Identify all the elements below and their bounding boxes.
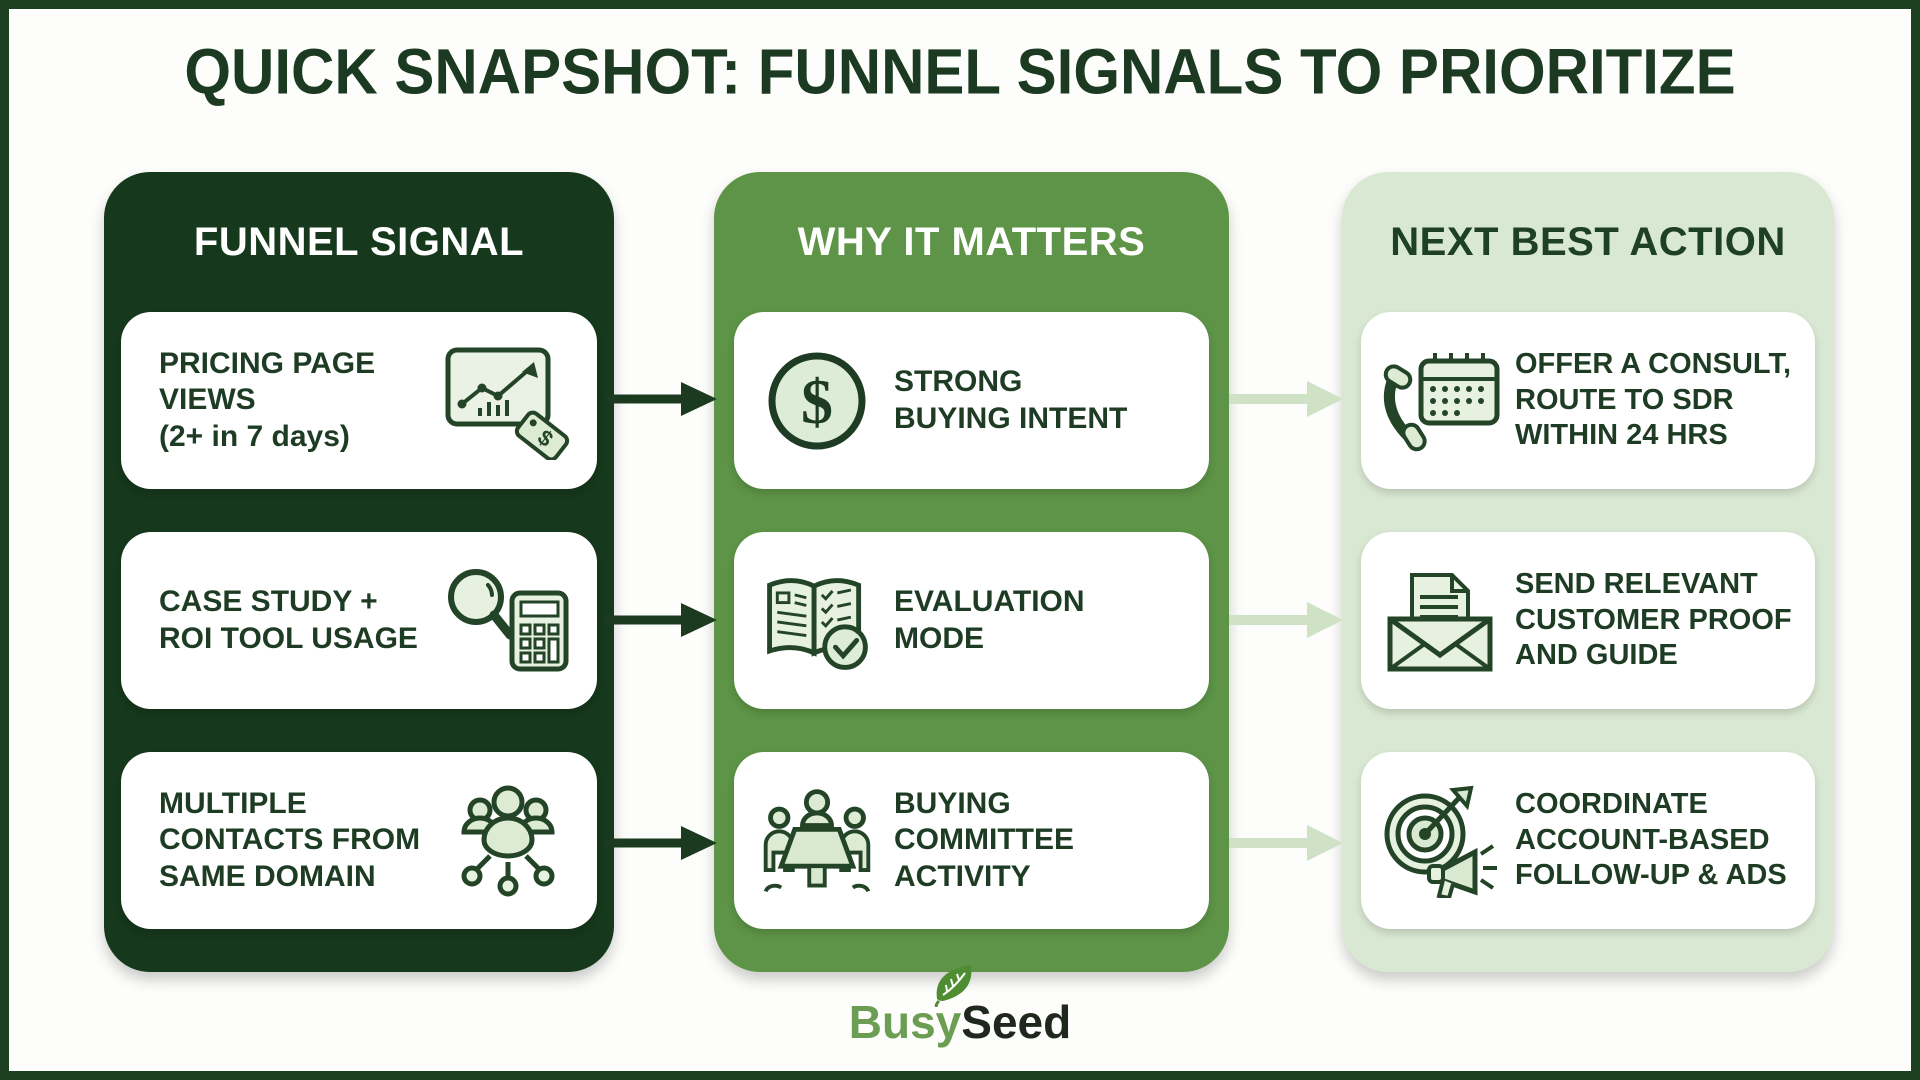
phone-calendar-icon <box>1383 352 1500 451</box>
pricing-chart-tag-icon: $ <box>445 347 570 460</box>
arrow-light-row3-icon <box>1229 825 1343 861</box>
card-text: STRONG BUYING INTENT <box>894 364 1128 435</box>
meeting-table-icon <box>763 788 871 892</box>
svg-text:$: $ <box>801 366 833 437</box>
card-multiple-contacts: MULTIPLE CONTACTS FROM SAME DOMAIN <box>121 752 597 929</box>
card-text: BUYING COMMITTEE ACTIVITY <box>894 786 1074 893</box>
card-evaluation-mode: EVALUATION MODE <box>734 532 1209 709</box>
column-header: FUNNEL SIGNAL <box>193 219 525 264</box>
card-strong-buying-intent: $ STRONG BUYING INTENT <box>734 312 1209 489</box>
column-header: NEXT BEST ACTION <box>1390 219 1786 264</box>
logo-seed-text: Seed <box>961 996 1072 1048</box>
card-case-study-roi: CASE STUDY + ROI TOOL USAGE <box>121 532 597 709</box>
column-header: WHY IT MATTERS <box>797 219 1146 264</box>
card-buying-committee: BUYING COMMITTEE ACTIVITY <box>734 752 1209 929</box>
contacts-network-icon <box>461 785 555 896</box>
logo-busy-text: Busy <box>848 996 962 1048</box>
card-text: EVALUATION MODE <box>894 584 1085 655</box>
column-funnel-signal: FUNNEL SIGNAL PRICING PAGE VIEWS (2+ in … <box>104 172 614 972</box>
card-offer-consult: OFFER A CONSULT, ROUTE TO SDR WITHIN 24 … <box>1361 312 1815 489</box>
dollar-circle-icon: $ <box>768 352 866 449</box>
card-text: SEND RELEVANT CUSTOMER PROOF AND GUIDE <box>1515 568 1792 672</box>
arrow-dark-row3-icon <box>605 826 717 860</box>
column-next-best-action: NEXT BEST ACTION <box>1342 172 1834 972</box>
arrow-dark-row1-icon <box>605 382 717 416</box>
card-pricing-page-views: PRICING PAGE VIEWS (2+ in 7 days) $ <box>121 312 597 489</box>
arrow-light-row1-icon <box>1229 381 1343 417</box>
card-text: CASE STUDY + ROI TOOL USAGE <box>159 584 418 655</box>
card-text: COORDINATE ACCOUNT-BASED FOLLOW-UP & ADS <box>1515 788 1787 892</box>
leaf-icon <box>934 965 972 1007</box>
card-coordinate-followup: COORDINATE ACCOUNT-BASED FOLLOW-UP & ADS <box>1361 752 1815 929</box>
magnifier-calculator-icon <box>448 568 569 671</box>
page-title: QUICK SNAPSHOT: FUNNEL SIGNALS TO PRIORI… <box>184 36 1736 108</box>
arrow-light-row2-icon <box>1229 602 1343 638</box>
card-text: PRICING PAGE VIEWS (2+ in 7 days) <box>159 346 376 453</box>
arrow-dark-row2-icon <box>605 603 717 637</box>
card-text: OFFER A CONSULT, ROUTE TO SDR WITHIN 24 … <box>1515 348 1792 452</box>
envelope-document-icon <box>1387 572 1493 671</box>
card-text: MULTIPLE CONTACTS FROM SAME DOMAIN <box>159 786 421 893</box>
column-why-it-matters: WHY IT MATTERS $ STRONG BUYING INTENT <box>714 172 1229 972</box>
card-send-proof: SEND RELEVANT CUSTOMER PROOF AND GUIDE <box>1361 532 1815 709</box>
target-megaphone-icon <box>1384 785 1497 898</box>
book-checklist-icon <box>767 577 868 670</box>
